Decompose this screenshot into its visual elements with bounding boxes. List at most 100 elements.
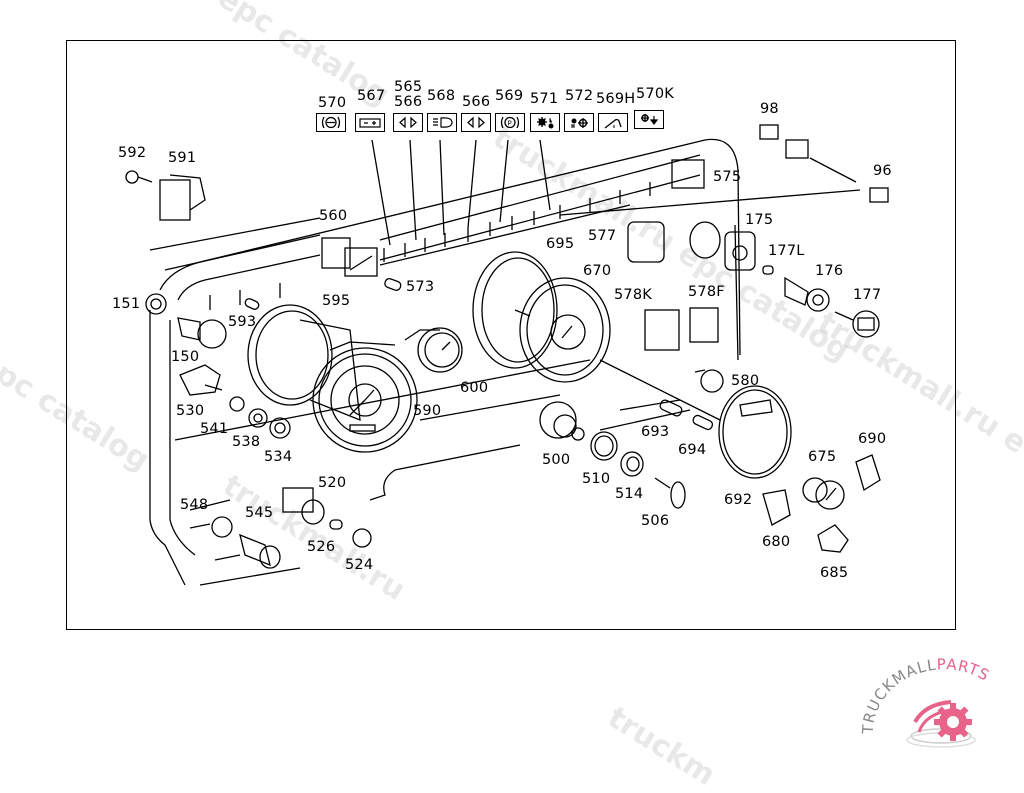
- high-beam-icon: [427, 113, 457, 132]
- part-label-685: 685: [820, 565, 849, 581]
- part-538-grommet: [248, 408, 268, 428]
- logo-text-truckmall: TRUCKMALL: [859, 656, 938, 736]
- part-500-ignition: [539, 401, 585, 441]
- part-530-sensor: [179, 364, 223, 396]
- part-577-switch: [627, 221, 665, 263]
- part-541-washer: [229, 396, 245, 412]
- part-506-key: [654, 477, 686, 509]
- part-label-506: 506: [641, 513, 670, 529]
- symbol-label-565: 565: [394, 79, 423, 95]
- part-label-534: 534: [264, 449, 293, 465]
- part-694-bulb: [692, 414, 714, 431]
- symbol-label-569: 569: [495, 88, 524, 104]
- part-176-holder: [784, 276, 830, 312]
- part-label-98: 98: [760, 101, 779, 117]
- part-label-520: 520: [318, 475, 347, 491]
- part-578F-switch: [689, 307, 719, 343]
- part-526-bulb: [329, 519, 343, 530]
- part-label-670: 670: [583, 263, 612, 279]
- symbol-label-572: 572: [565, 88, 594, 104]
- turn-signal-icon: [461, 113, 491, 132]
- part-label-575: 575: [713, 169, 742, 185]
- part-575-switch: [671, 159, 705, 189]
- svg-text:TRUCKMALLPARTS: TRUCKMALLPARTS: [859, 655, 993, 735]
- part-label-175: 175: [745, 212, 774, 228]
- part-695-670-gauge: [472, 251, 611, 383]
- part-591-bracket: [159, 174, 206, 221]
- gear-low-icon: [530, 113, 560, 132]
- logo-text-parts: PARTS: [936, 655, 992, 685]
- symbol-label-571: 571: [530, 91, 559, 107]
- part-573-bulb: [384, 277, 402, 291]
- part-560-switch: [321, 237, 378, 277]
- part-label-500: 500: [542, 452, 571, 468]
- part-label-177: 177: [853, 287, 882, 303]
- part-label-694: 694: [678, 442, 707, 458]
- part-label-151: 151: [112, 296, 141, 312]
- gear-high-icon: [564, 113, 594, 132]
- symbol-label-566a: 566: [394, 94, 423, 110]
- part-151-ring: [145, 293, 167, 315]
- part-label-590: 590: [413, 403, 442, 419]
- part-593-bulb: [244, 298, 260, 310]
- dashboard-housing: [149, 138, 861, 586]
- part-label-595: 595: [322, 293, 351, 309]
- part-545-socket: [239, 533, 281, 569]
- part-label-693: 693: [641, 424, 670, 440]
- symbol-label-570K: 570K: [636, 86, 674, 102]
- part-label-545: 545: [245, 505, 274, 521]
- dashboard-exploded-drawing: [125, 124, 889, 586]
- part-label-695: 695: [546, 236, 575, 252]
- part-690-gauge: [855, 454, 881, 492]
- part-label-96: 96: [873, 163, 892, 179]
- part-595-590-speedometer: [247, 304, 418, 453]
- part-label-578K: 578K: [614, 287, 652, 303]
- battery-icon: [355, 113, 385, 132]
- diagram-frame: [66, 40, 956, 630]
- symbol-label-568: 568: [427, 88, 456, 104]
- part-label-150: 150: [171, 349, 200, 365]
- part-label-538: 538: [232, 434, 261, 450]
- part-label-548: 548: [180, 497, 209, 513]
- part-150-switch: [177, 317, 227, 349]
- part-label-530: 530: [176, 403, 205, 419]
- part-label-526: 526: [307, 539, 336, 555]
- part-520-socket: [282, 487, 325, 525]
- symbol-label-566b: 566: [462, 94, 491, 110]
- part-label-510: 510: [582, 471, 611, 487]
- part-label-176: 176: [815, 263, 844, 279]
- part-685-gauge: [817, 524, 849, 553]
- part-label-577: 577: [588, 228, 617, 244]
- part-label-560: 560: [319, 208, 348, 224]
- part-693-bulb: [659, 399, 683, 417]
- part-label-680: 680: [762, 534, 791, 550]
- part-510-ring: [590, 431, 618, 461]
- part-534-knob: [269, 417, 291, 439]
- part-592-screw: [125, 170, 153, 184]
- part-600-gauge: [404, 327, 463, 373]
- part-96-harness: [785, 139, 889, 203]
- parking-brake-icon: P: [495, 113, 525, 132]
- part-175-switch: [689, 221, 756, 271]
- part-label-593: 593: [228, 314, 257, 330]
- part-label-675: 675: [808, 449, 837, 465]
- part-label-524: 524: [345, 557, 374, 573]
- symbol-label-570: 570: [318, 95, 347, 111]
- part-524-cap: [352, 528, 372, 548]
- part-514-nut: [620, 451, 644, 477]
- part-label-541: 541: [200, 421, 229, 437]
- turn-signal-icon: [393, 113, 423, 132]
- part-label-690: 690: [858, 431, 887, 447]
- part-label-514: 514: [615, 486, 644, 502]
- part-548-washer: [211, 516, 233, 538]
- part-580-knob: [694, 369, 724, 393]
- part-label-580: 580: [731, 373, 760, 389]
- part-680-gauge: [762, 489, 791, 526]
- gear-logo-icon: [906, 700, 976, 748]
- symbol-label-567: 567: [357, 88, 386, 104]
- part-578K-switch: [644, 309, 680, 351]
- svg-text:P: P: [508, 120, 512, 128]
- part-177L-bulb: [762, 265, 774, 275]
- part-label-692: 692: [724, 492, 753, 508]
- part-label-578F: 578F: [688, 284, 725, 300]
